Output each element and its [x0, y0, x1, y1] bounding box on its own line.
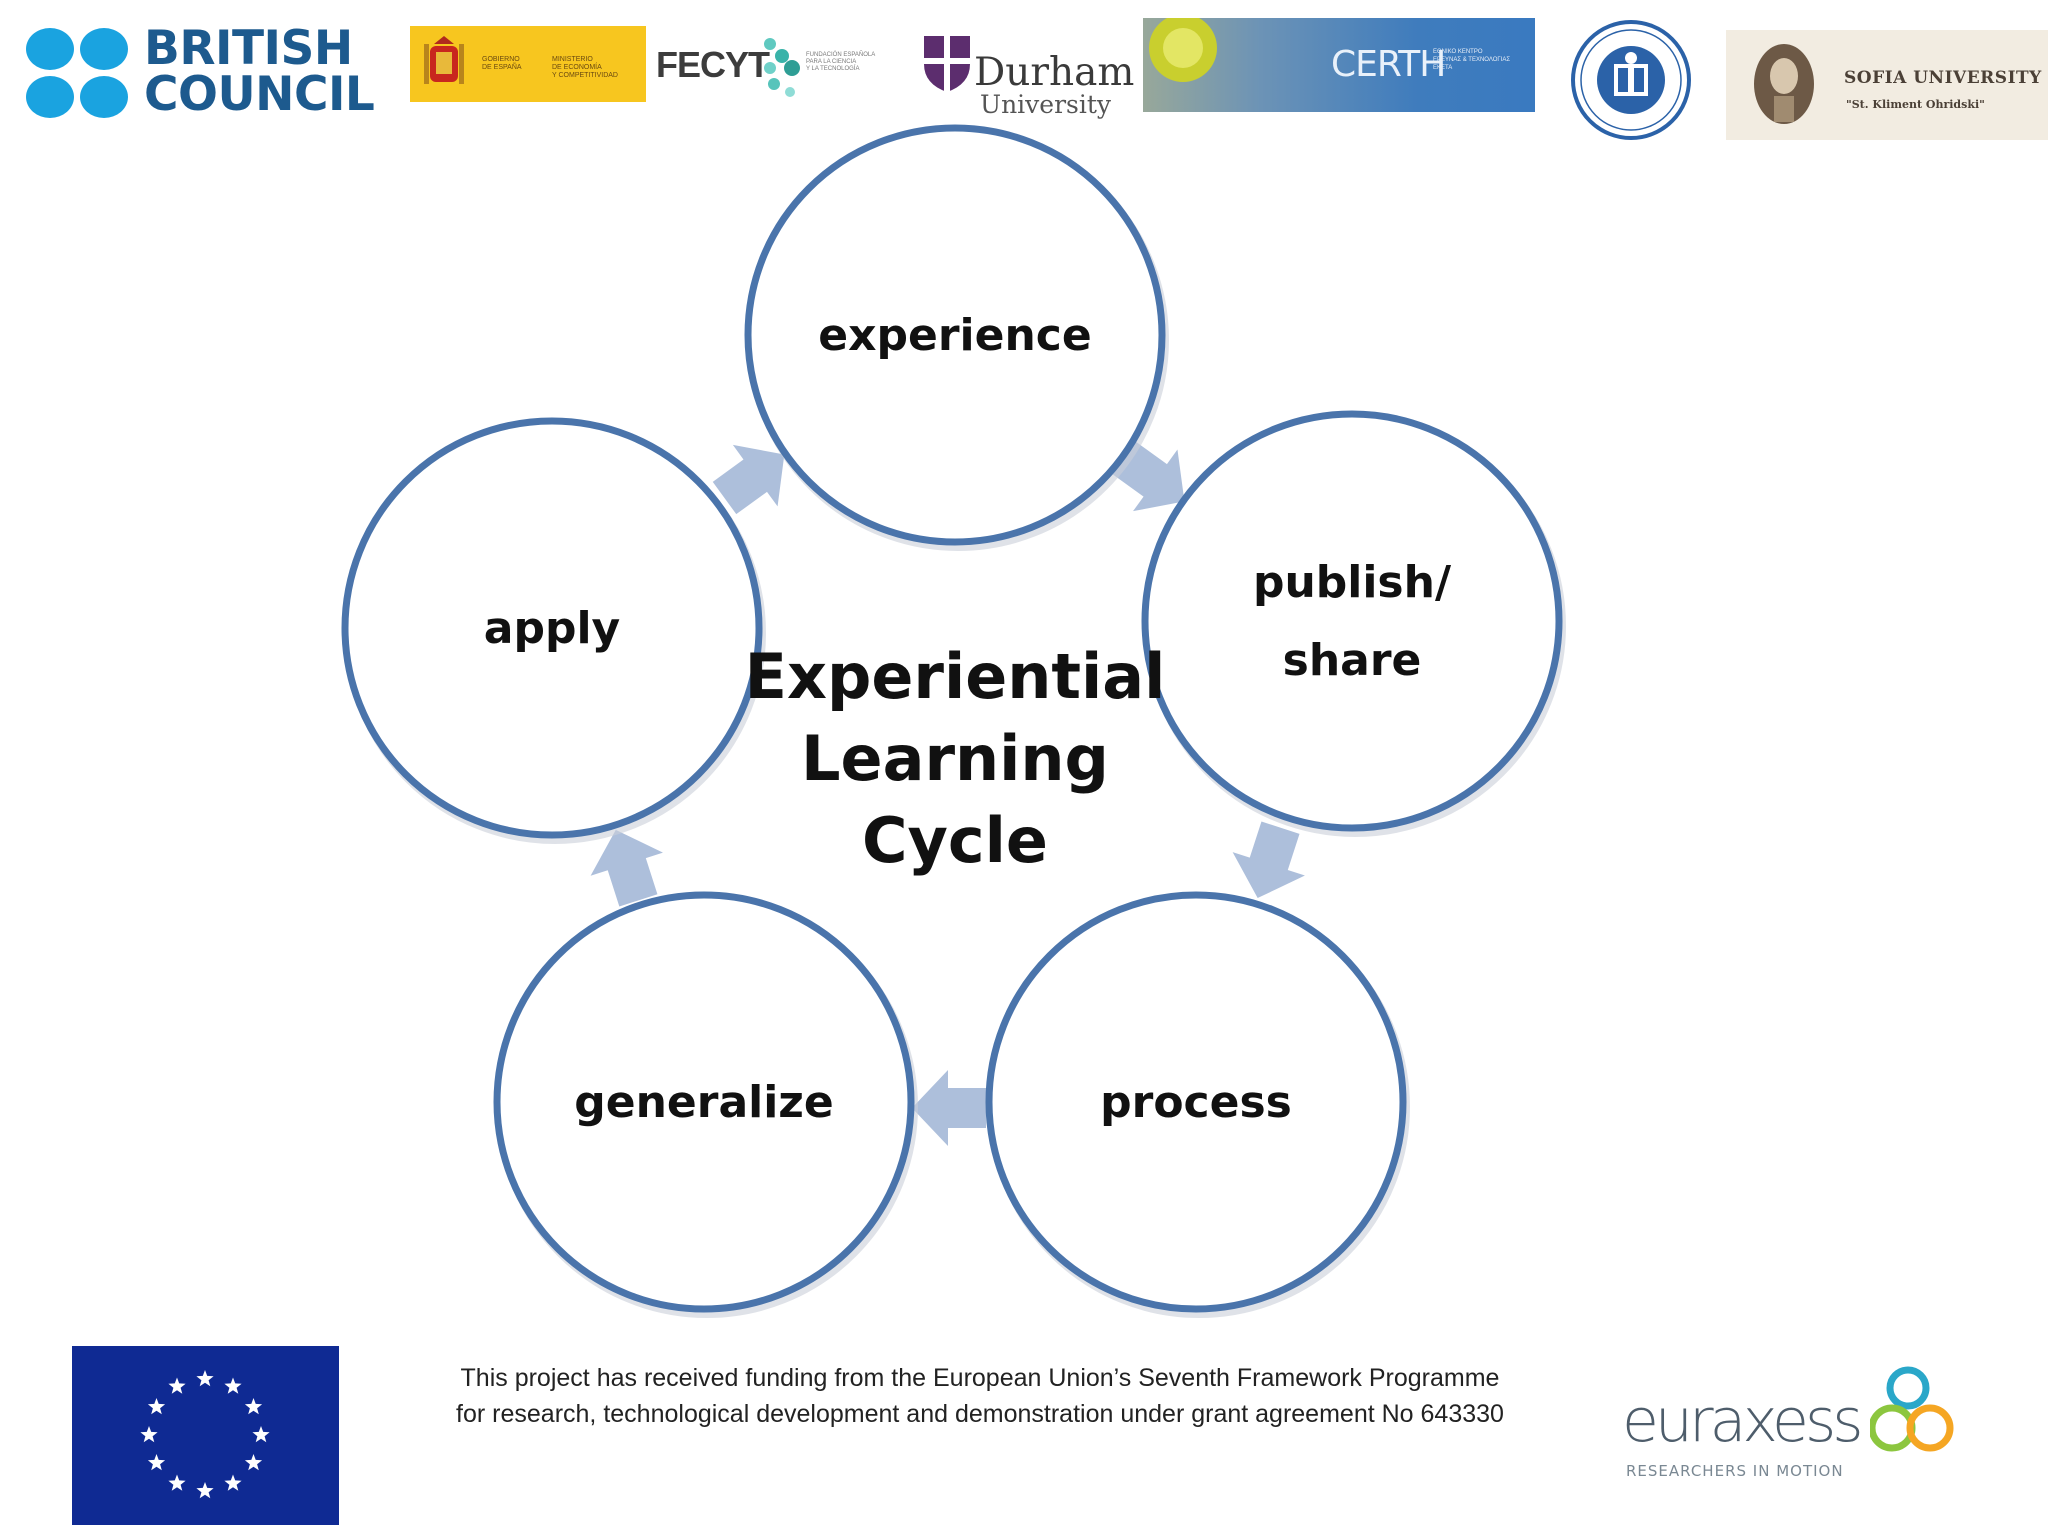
- euraxess-tagline: RESEARCHERS IN MOTION: [1626, 1462, 1844, 1480]
- cycle-node-label-apply-0: apply: [484, 603, 620, 654]
- eu-star-icon: [168, 1474, 186, 1491]
- cycle-node-label-generalize-0: generalize: [574, 1077, 834, 1128]
- durham-shield-icon: [924, 36, 970, 92]
- durham-university-logo: Durham University: [922, 30, 1134, 120]
- fecyt-molecule-icon: [764, 38, 800, 97]
- cycle-node-label-publish-share-0: publish/: [1253, 557, 1452, 608]
- cycle-node-label-process-0: process: [1100, 1077, 1292, 1128]
- eu-star-icon: [224, 1474, 242, 1491]
- arrow-publish-share-to-process: [1232, 821, 1305, 899]
- euraxess-logo: euraxess RESEARCHERS IN MOTION: [1622, 1362, 1962, 1492]
- funding-line-2: for research, technological development …: [456, 1400, 1504, 1428]
- british-council-dots-icon: [26, 28, 130, 118]
- center-title-line-2: Cycle: [862, 804, 1048, 877]
- eu-star-icon: [196, 1482, 214, 1499]
- spain-ministry-text-2: MINISTERIO DE ECONOMÍA Y COMPETITIVIDAD: [552, 56, 618, 79]
- british-council-logo: BRITISH COUNCIL: [26, 21, 386, 126]
- cycle-node-experience: experience: [744, 124, 1169, 551]
- arrow-process-to-generalize: [912, 1070, 986, 1146]
- funding-line-1: This project has received funding from t…: [460, 1364, 1500, 1392]
- spain-crest-icon: [424, 36, 464, 84]
- spain-ministry-text-1: GOBIERNO DE ESPAÑA: [482, 56, 522, 71]
- university-seal-icon: [1566, 18, 1696, 142]
- euraxess-rings-icon: [1870, 1366, 1954, 1452]
- eu-star-icon: [196, 1370, 214, 1387]
- center-title-line-0: Experiential: [745, 640, 1166, 713]
- cycle-node-apply: apply: [341, 417, 766, 844]
- durham-wordmark: Durham: [974, 50, 1135, 95]
- center-title-line-1: Learning: [801, 722, 1109, 795]
- euraxess-wordmark: euraxess: [1622, 1386, 1863, 1456]
- eu-star-icon: [168, 1377, 186, 1394]
- cycle-node-generalize: generalize: [493, 891, 918, 1318]
- cycle-node-label-publish-share-1: share: [1283, 635, 1422, 686]
- sofia-university-title: SOFIA UNIVERSITY: [1844, 68, 2042, 88]
- durham-subtitle: University: [980, 90, 1112, 119]
- eu-flag-icon: [72, 1346, 339, 1525]
- certh-logo: CERTH ΕΘΝΙΚΟ ΚΕΝΤΡΟ ΕΡΕΥΝΑΣ & ΤΕΧΝΟΛΟΓΙΑ…: [1143, 18, 1535, 112]
- eu-star-icon: [244, 1398, 263, 1415]
- fecyt-logo: FECYT FUNDACIÓN ESPAÑOLA PARA LA CIENCIA…: [656, 34, 906, 104]
- eu-star-icon: [140, 1426, 158, 1443]
- sofia-university-subtitle: "St. Kliment Ohridski": [1846, 98, 1985, 111]
- eu-star-icon: [147, 1398, 166, 1415]
- arrow-generalize-to-apply: [590, 829, 663, 907]
- funding-acknowledgement: This project has received funding from t…: [380, 1360, 1580, 1432]
- eu-star-icon: [224, 1377, 242, 1394]
- eu-star-icon: [244, 1454, 263, 1471]
- certh-subtitle: ΕΘΝΙΚΟ ΚΕΝΤΡΟ ΕΡΕΥΝΑΣ & ΤΕΧΝΟΛΟΓΙΑΣ ΕΚΕΤ…: [1433, 49, 1511, 71]
- eu-star-icon: [252, 1426, 270, 1443]
- sofia-university-logo: SOFIA UNIVERSITY "St. Kliment Ohridski": [1726, 30, 2048, 140]
- certh-sphere-icon: [1149, 18, 1217, 82]
- fecyt-subtitle: FUNDACIÓN ESPAÑOLA PARA LA CIENCIA Y LA …: [806, 52, 876, 72]
- arrow-apply-to-experience: [712, 444, 785, 515]
- cycle-node-label-experience-0: experience: [818, 310, 1091, 361]
- cycle-node-process: process: [985, 891, 1410, 1318]
- cycle-node-publish-share: publish/share: [1141, 410, 1566, 837]
- certh-wordmark: CERTH: [1331, 44, 1446, 85]
- sofia-university-emblem-icon: [1754, 44, 1814, 124]
- spain-ministry-logo: GOBIERNO DE ESPAÑA MINISTERIO DE ECONOMÍ…: [410, 26, 646, 102]
- eu-star-icon: [147, 1454, 166, 1471]
- fecyt-wordmark: FECYT: [656, 44, 770, 85]
- british-council-wordmark: BRITISH COUNCIL: [144, 21, 375, 122]
